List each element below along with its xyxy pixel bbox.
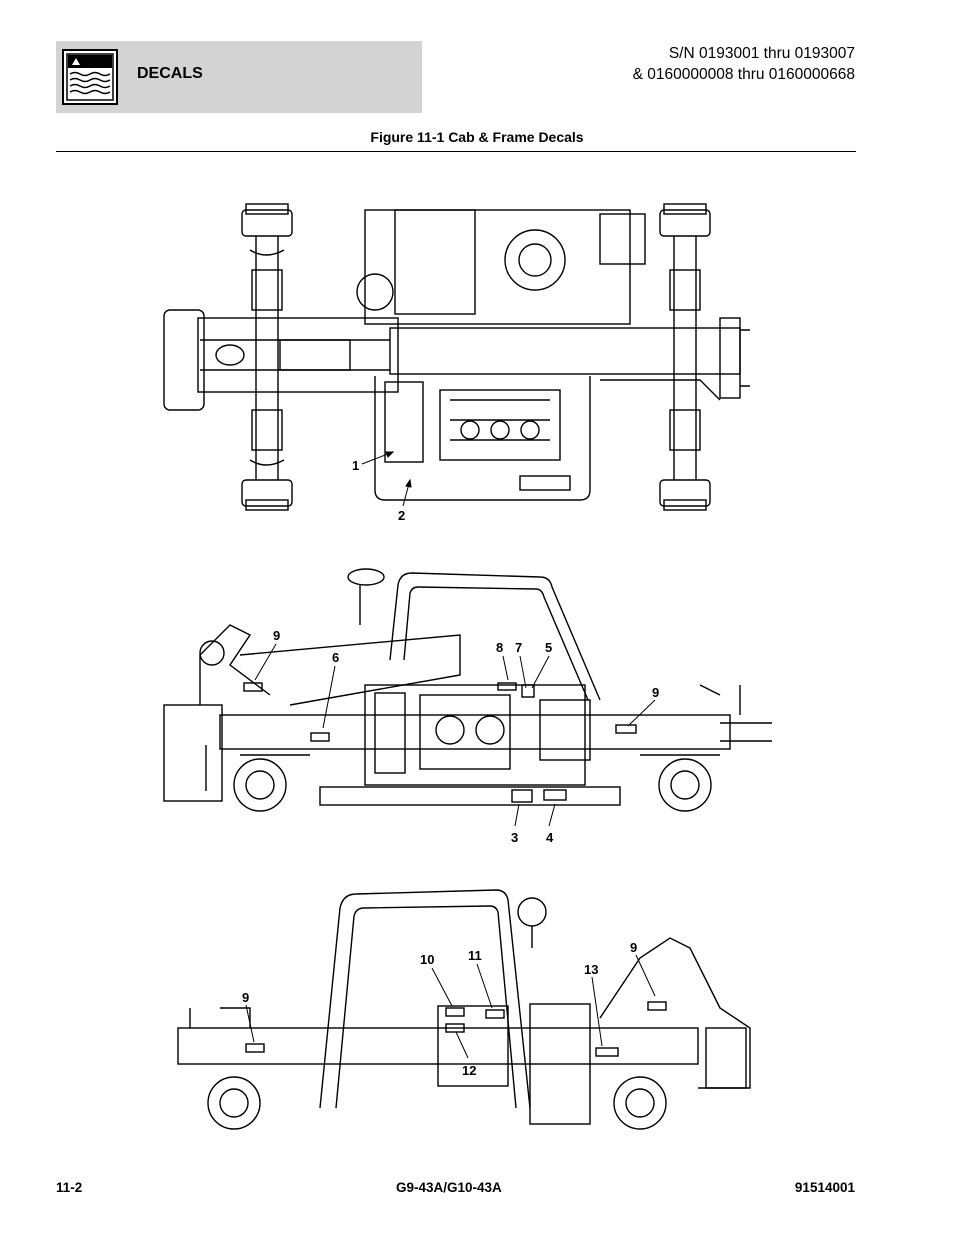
callout-3: 3 <box>511 830 519 845</box>
callout-4: 4 <box>546 830 554 845</box>
serial-number-range: S/N 0193001 thru 0193007 & 0160000008 th… <box>633 43 855 85</box>
callout-9-left-frame: 9 <box>652 685 660 700</box>
manual-part-number: 91514001 <box>794 1180 855 1195</box>
top-view-drawing <box>163 203 750 511</box>
decals-section-icon <box>62 49 118 105</box>
callout-5: 5 <box>545 640 553 655</box>
callout-2: 2 <box>398 508 406 523</box>
callout-9-left-boom: 9 <box>273 628 281 643</box>
model-number: G9-43A/G10-43A <box>396 1180 502 1195</box>
page-number: 11-2 <box>56 1180 83 1195</box>
callout-8: 8 <box>496 640 504 655</box>
right-side-view-drawing <box>177 889 751 1130</box>
callout-1: 1 <box>352 458 360 473</box>
callout-10: 10 <box>420 952 435 967</box>
figure-title: Figure 11-1 Cab & Frame Decals <box>370 129 584 145</box>
callout-9-right-boom: 9 <box>630 940 638 955</box>
left-side-view-drawing <box>163 568 772 812</box>
callout-7: 7 <box>515 640 523 655</box>
callout-6: 6 <box>332 650 340 665</box>
callout-11: 11 <box>468 948 482 963</box>
callout-12: 12 <box>462 1063 477 1078</box>
callout-13: 13 <box>584 962 599 977</box>
serial-line-2: & 0160000008 thru 0160000668 <box>632 66 855 83</box>
header-divider <box>56 151 856 152</box>
serial-line-1: S/N 0193001 thru 0193007 <box>668 45 855 62</box>
section-title: DECALS <box>137 65 203 82</box>
callout-9-right-frame: 9 <box>242 990 250 1005</box>
